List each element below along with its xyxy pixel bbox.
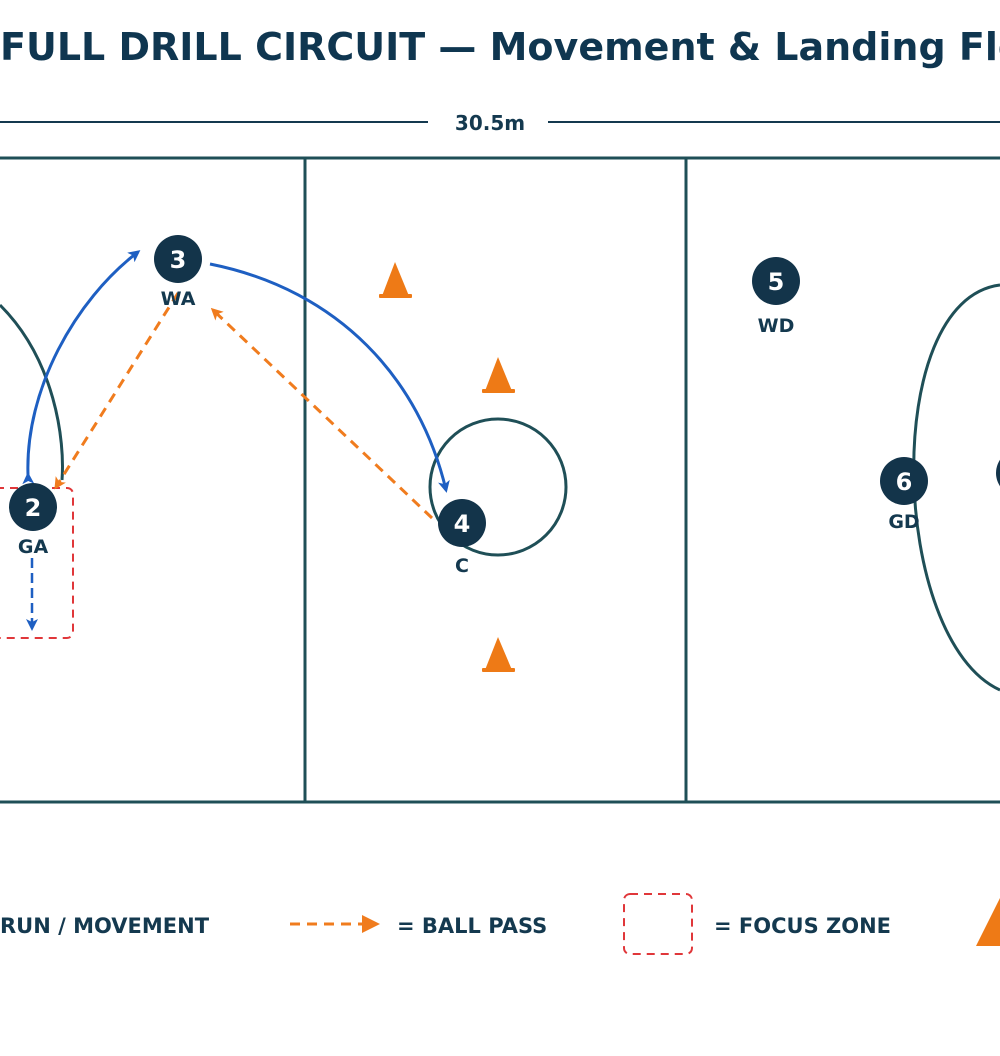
player-marker [880,457,928,505]
legend-pass-label: = BALL PASS [397,914,547,938]
legend: RUN / MOVEMENT = BALL PASS = FOCUS ZONE [0,893,1000,955]
player-gd: 6 GD [880,457,928,533]
traffic-cone-icon [382,262,409,296]
goal-circle-left [0,303,64,481]
court [0,156,1000,804]
passes [54,292,434,520]
player-position: WA [161,288,196,310]
dashed-arrow-icon [290,915,380,933]
traffic-cone-icon [976,898,1000,946]
player-position: C [455,555,469,577]
court-width-dimension: 30.5m [0,111,1000,135]
player-number: 5 [768,268,785,296]
player-position: WD [758,315,795,337]
player-marker [9,483,57,531]
traffic-cone-icon [485,357,512,391]
traffic-cone-icon [485,637,512,670]
centre-circle [428,417,568,557]
cone-base [482,389,515,393]
player-c: 4 C [438,499,486,577]
player-number: 2 [25,494,42,522]
player-wa: 3 WA [154,235,202,310]
legend-run-label: RUN / MOVEMENT [0,914,210,938]
player-wd: 5 WD [752,257,800,337]
player-number: 4 [454,510,471,538]
runs [22,250,450,631]
player-marker [752,257,800,305]
court-width-label: 30.5m [455,111,525,135]
player-number: 6 [896,468,913,496]
pass-wa-ga [54,292,180,490]
legend-focus-label: = FOCUS ZONE [714,914,891,938]
player-ga: 2 GA [9,483,57,558]
player-marker-offscreen [996,459,1000,487]
diagram-title: FULL DRILL CIRCUIT — Movement & Landing … [0,25,1000,69]
cone-base [482,668,515,672]
player-position: GA [18,536,49,558]
player-marker [438,499,486,547]
focus-zone-swatch [623,893,693,955]
cone-base [379,294,412,298]
cones [379,262,515,672]
player-number: 3 [170,246,187,274]
pass-c-wa [210,307,434,520]
run-wa-c [209,262,450,493]
run-ga-wa [22,250,141,485]
player-marker [154,235,202,283]
player-position: GD [888,511,919,533]
